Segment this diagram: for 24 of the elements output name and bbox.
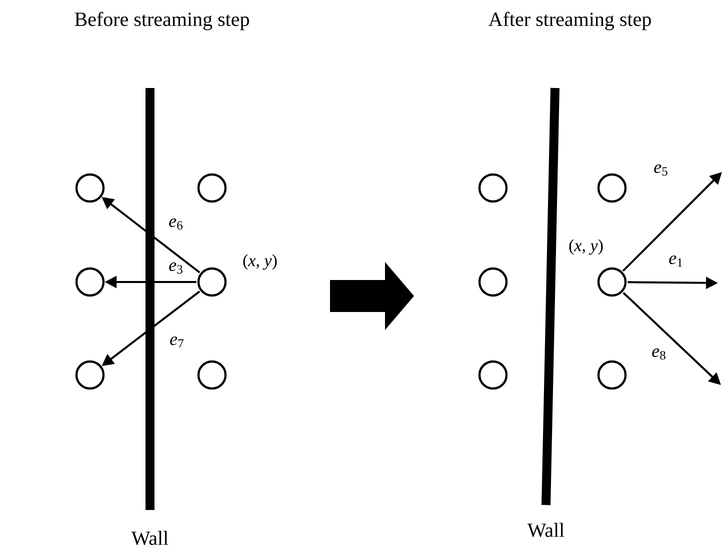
lattice-node [75, 173, 105, 203]
panel-title: Before streaming step [74, 12, 249, 30]
lattice-node [478, 360, 508, 390]
edge-label: e$_{6}$ [168, 217, 184, 231]
wall-label: Wall [131, 530, 168, 546]
lattice-node [597, 173, 627, 203]
lattice-node [597, 360, 627, 390]
lattice-node [75, 267, 105, 297]
coordinate-label: (x, y) [243, 254, 277, 270]
edge-label: e$_{7}$ [168, 335, 186, 349]
lattice-node [597, 267, 627, 297]
edge-label: e$_{3}$ [168, 261, 184, 275]
lattice-node [197, 173, 227, 203]
edge-label: e$_{5}$ [652, 163, 670, 177]
lattice-node [75, 360, 105, 390]
edge-label: e$_{1}$ [668, 254, 684, 268]
edge-label: e$_{8}$ [650, 347, 668, 361]
coordinate-label: (x, y) [569, 239, 603, 255]
panel-title: After streaming step [488, 12, 651, 30]
lattice-node [478, 267, 508, 297]
lattice-node [197, 360, 227, 390]
lattice-node [478, 173, 508, 203]
lattice-node [197, 267, 227, 297]
wall-label: Wall [527, 522, 564, 538]
